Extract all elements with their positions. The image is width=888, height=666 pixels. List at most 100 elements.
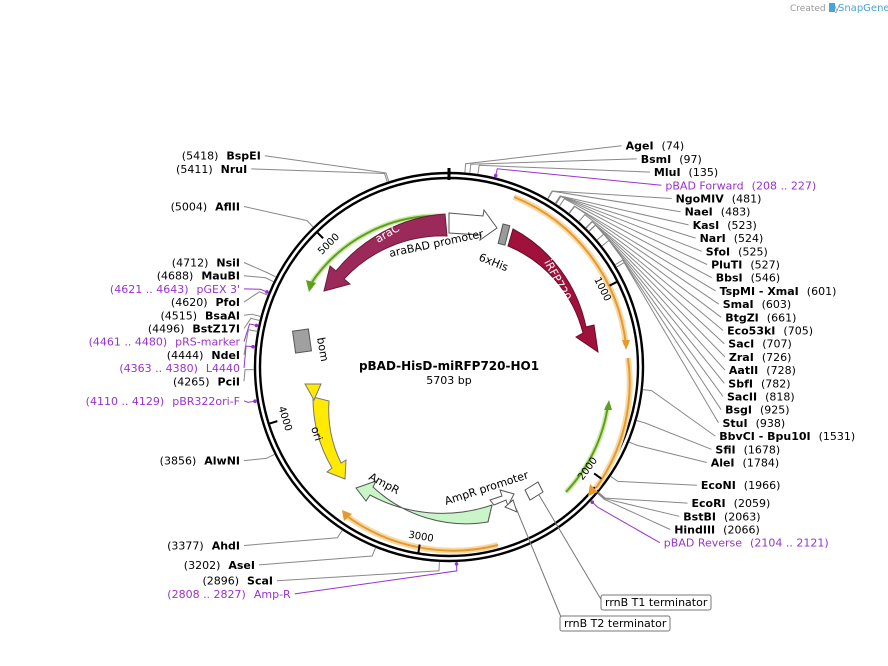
site-position: (483) bbox=[721, 206, 751, 219]
leader-ahdi bbox=[243, 529, 343, 546]
site-labels: AgeI(74)BsmI(97)MluI(135)pBAD Forward(20… bbox=[86, 140, 856, 601]
primer-site-pbad-forward bbox=[493, 173, 498, 178]
enzyme-bsmi: BsmI (97) bbox=[641, 153, 702, 166]
site-name: SbfI bbox=[728, 377, 753, 390]
site-position: (4621 .. 4643) bbox=[110, 283, 189, 296]
enzyme-bstbi: BstBI(2063) bbox=[683, 510, 760, 523]
feature-iRFP720-label: iRFP720 bbox=[541, 257, 573, 303]
feature-AmpR-promoter: AmpR promoter bbox=[443, 468, 531, 508]
enzyme-sfii: SfiI(1678) bbox=[715, 443, 780, 456]
leader-sacii bbox=[601, 239, 724, 397]
leader-aflii bbox=[243, 206, 314, 228]
enzyme-alwni: (3856)AlwNI bbox=[160, 455, 240, 468]
site-position: (525) bbox=[738, 245, 768, 258]
leader-alwni bbox=[243, 453, 275, 462]
enzyme-alei: AleI(1784) bbox=[711, 457, 779, 470]
enzyme-tspmi-xmai: TspMI - XmaI(601) bbox=[720, 285, 837, 298]
site-name: HindIII bbox=[674, 524, 715, 537]
green-arcs bbox=[306, 213, 612, 494]
tick-label-2000: 2000 bbox=[576, 455, 600, 482]
leader-ecori bbox=[598, 491, 688, 504]
site-position: (2063) bbox=[724, 510, 761, 523]
site-position: (726) bbox=[762, 351, 792, 364]
site-position: (524) bbox=[734, 232, 764, 245]
primer-site-pbr322ori-f bbox=[253, 399, 257, 404]
leader-mlui bbox=[477, 164, 650, 175]
enzyme-zrai: ZraI(726) bbox=[729, 351, 792, 364]
enzyme-ecori: EcoRI (2059) bbox=[692, 497, 771, 510]
credit-text: Created by bbox=[790, 4, 840, 14]
primer-l4440: (4363 .. 4380)L4440 bbox=[119, 362, 240, 375]
enzyme-ndei: (4444)NdeI bbox=[167, 349, 240, 362]
leader-bspei bbox=[264, 155, 390, 182]
leader-sfii bbox=[636, 420, 712, 450]
site-position: (2059) bbox=[734, 497, 771, 510]
site-name: SmaI bbox=[723, 298, 754, 311]
primer-pbad-reverse: pBAD Reverse(2104 .. 2121) bbox=[664, 537, 829, 550]
primer-pbr322ori-f: (4110 .. 4129)pBR322ori-F bbox=[86, 395, 240, 408]
site-position: (4461 .. 4480) bbox=[89, 336, 168, 349]
site-position: (3377) bbox=[167, 540, 204, 553]
leader-bbsi bbox=[558, 198, 712, 279]
site-position: (5411) bbox=[176, 163, 213, 176]
plasmid-length: 5703 bp bbox=[426, 374, 471, 387]
enzyme-bstz17i: (4496)BstZ17I bbox=[148, 323, 240, 336]
leader-pluti bbox=[555, 195, 708, 265]
enzyme-aflii: (5004)AflII bbox=[171, 201, 240, 214]
leader-alei bbox=[628, 441, 707, 463]
feature-bom-label: bom bbox=[314, 336, 331, 362]
site-name: pBAD Forward bbox=[665, 179, 743, 192]
site-name: pBAD Reverse bbox=[664, 537, 742, 550]
leader-hindiii bbox=[597, 493, 671, 530]
site-position: (208 .. 227) bbox=[752, 179, 817, 192]
site-position: (4496) bbox=[148, 323, 185, 336]
site-name: pGEX 3' bbox=[196, 283, 240, 296]
terminator-labels: rrnB T1 terminator rrnB T2 terminator bbox=[515, 494, 712, 632]
leader-nrui bbox=[251, 168, 388, 183]
leader-aatii bbox=[588, 224, 726, 371]
orf-arcs bbox=[342, 194, 633, 554]
feature-6xHis-label: 6xHis bbox=[477, 251, 510, 275]
site-name: EcoRI bbox=[692, 497, 726, 510]
site-name: Amp-R bbox=[254, 588, 291, 601]
enzyme-bspei: (5418)BspEI bbox=[182, 150, 261, 163]
feature-bom: bom bbox=[291, 328, 331, 363]
site-position: (546) bbox=[751, 272, 781, 285]
site-name: AleI bbox=[711, 457, 735, 470]
tick-mark-3000 bbox=[417, 544, 421, 554]
feature-ori: ori bbox=[304, 383, 347, 480]
enzyme-pcii: (4265)PciI bbox=[173, 375, 240, 388]
enzyme-naei: NaeI(483) bbox=[685, 206, 751, 219]
leader-sbfi bbox=[596, 233, 725, 384]
primer-pgex-3: (4621 .. 4643) pGEX 3' bbox=[110, 283, 240, 296]
leader-stui bbox=[616, 261, 719, 424]
enzyme-econi: EcoNI(1966) bbox=[701, 479, 780, 492]
primer-site-pgex-3 bbox=[265, 290, 269, 294]
primer-site-pbad-reverse bbox=[590, 500, 595, 505]
site-position: (481) bbox=[732, 193, 762, 206]
enzyme-sacii: SacII(818) bbox=[727, 391, 795, 404]
site-position: (97) bbox=[679, 153, 702, 166]
enzyme-mlui: MluI(135) bbox=[654, 166, 718, 179]
enzyme-sbfi: SbfI(782) bbox=[728, 377, 790, 390]
site-position: (2066) bbox=[723, 524, 760, 537]
site-position: (925) bbox=[760, 404, 790, 417]
site-name: BtgZI bbox=[725, 311, 759, 324]
site-name: BsmI bbox=[641, 153, 672, 166]
primer-site-l4440 bbox=[251, 344, 255, 349]
leader-bstz17i bbox=[243, 317, 260, 329]
site-position: (2896) bbox=[202, 575, 239, 588]
site-name: pBR322ori-F bbox=[172, 395, 240, 408]
enzyme-pfoi: (4620)PfoI bbox=[171, 296, 240, 309]
site-position: (728) bbox=[766, 364, 796, 377]
enzyme-bsaai: (4515)BsaAI bbox=[160, 309, 240, 322]
primer-pbad-forward: pBAD Forward (208 .. 227) bbox=[665, 179, 816, 192]
site-name: AseI bbox=[228, 559, 255, 572]
snapgene-logo-icon bbox=[829, 3, 835, 12]
leader-nsii bbox=[243, 262, 277, 278]
leader-bsmi bbox=[469, 158, 637, 174]
site-name: NarI bbox=[700, 232, 726, 245]
site-position: (3856) bbox=[160, 455, 197, 468]
leader-naei bbox=[547, 190, 681, 213]
site-name: PciI bbox=[218, 375, 240, 388]
